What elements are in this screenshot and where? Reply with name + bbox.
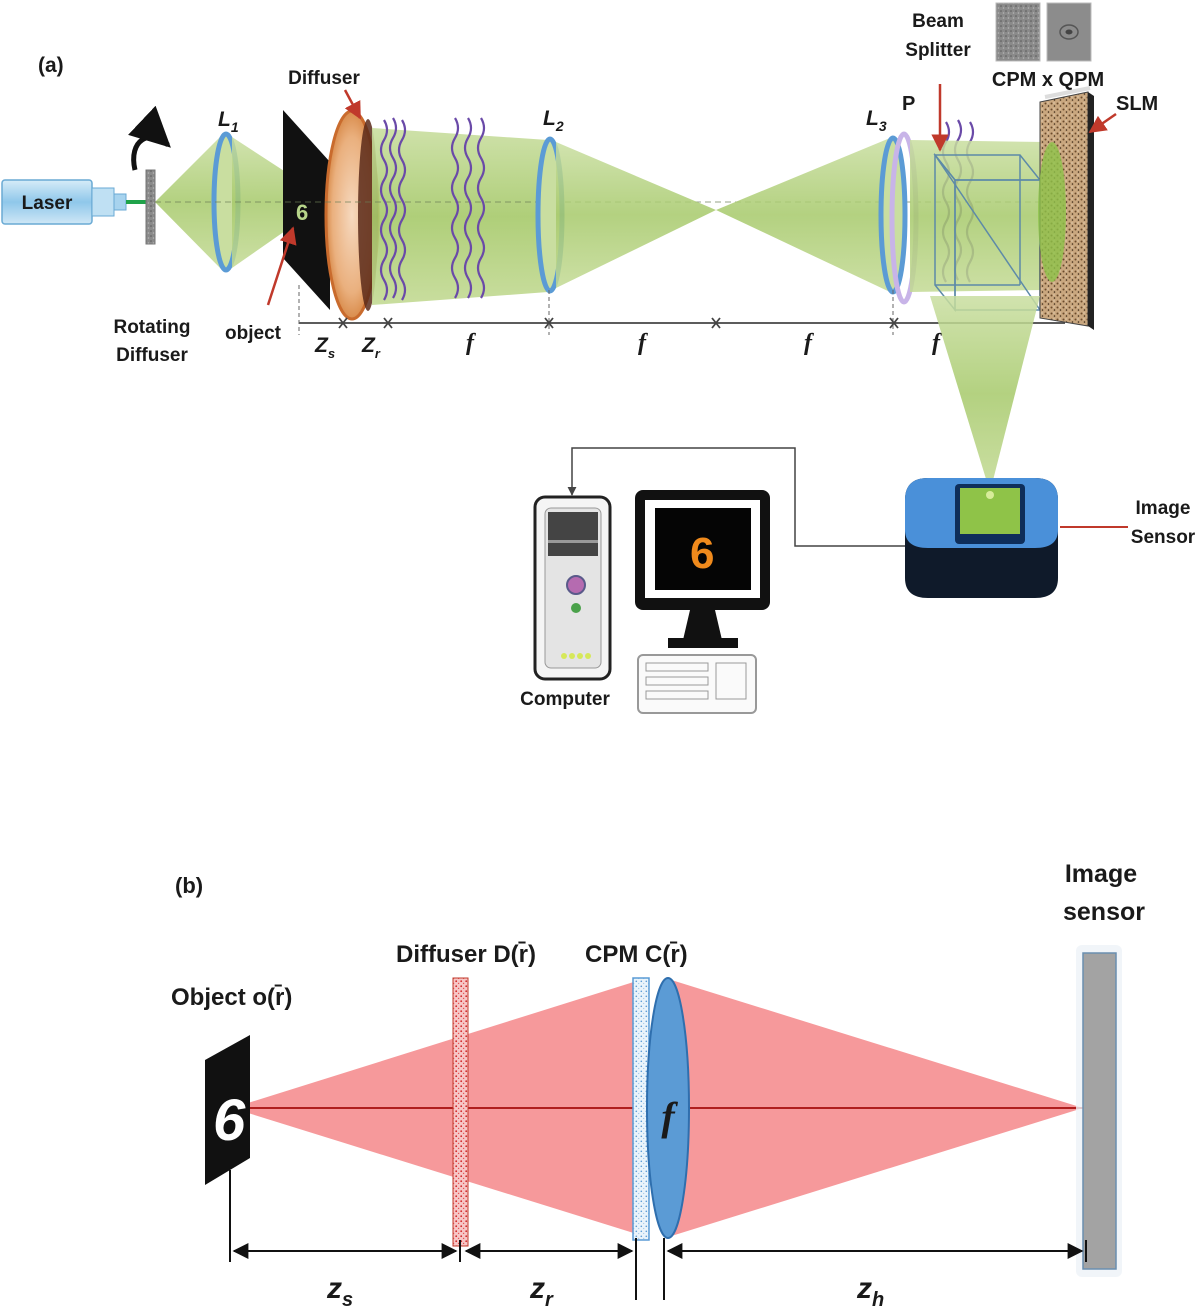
panel-a-label: (a)	[38, 54, 64, 77]
distance-zs-label-b: zs	[326, 1272, 353, 1307]
image-sensor-label-line2: Sensor	[1131, 527, 1196, 548]
object-digit: 6	[296, 200, 308, 225]
diffuser-pointer-arrow	[343, 89, 362, 120]
cpm-label-b: CPM C(r̄)	[585, 941, 688, 968]
laser-label: Laser	[22, 193, 73, 214]
diffuser-label: Diffuser	[288, 68, 360, 89]
object-plate	[283, 110, 330, 310]
beam-focus-cone	[556, 142, 716, 288]
beam-to-slm	[910, 140, 1045, 292]
object-digit-b: 6	[213, 1088, 246, 1153]
slm-edge	[1088, 92, 1094, 330]
image-sensor-label-line1: Image	[1136, 498, 1191, 519]
distance-f3-label: f	[804, 330, 814, 356]
rotation-arrow-icon	[128, 105, 171, 171]
distance-f1-label: f	[466, 330, 476, 356]
object-plate-b	[205, 1035, 250, 1185]
data-cable	[567, 447, 905, 547]
diffuser-label-b: Diffuser D(r̄)	[396, 941, 536, 968]
qpm-center	[1065, 29, 1073, 35]
beam-expanding-cone	[716, 138, 890, 292]
object-pointer-arrow	[266, 226, 297, 306]
distance-f4-label: f	[932, 330, 942, 356]
lens-l1-label: L1	[218, 108, 239, 135]
image-sensor-b	[1082, 952, 1117, 1270]
lens-l3-label: L3	[866, 107, 887, 134]
distance-zr-label-a: Zr	[361, 334, 381, 361]
rotating-diffuser-label-line1: Rotating	[113, 317, 190, 338]
distance-zs-label-a: Zs	[314, 334, 335, 361]
beam-collimated	[372, 128, 548, 305]
keyboard	[637, 654, 757, 714]
image-sensor-device	[905, 478, 1058, 598]
slm-label: SLM	[1116, 93, 1158, 115]
lens-focal-label-b: f	[661, 1094, 678, 1139]
laser-source: Laser	[1, 179, 127, 225]
panel-b-label: (b)	[175, 873, 203, 898]
rotating-diffuser-plate	[145, 169, 156, 245]
polarizer-label: P	[902, 93, 915, 115]
beam-splitter-label-line1: Beam	[912, 11, 964, 32]
object-label: object	[225, 323, 282, 344]
computer-tower	[533, 495, 612, 681]
lens-b	[646, 977, 690, 1239]
computer-label: Computer	[520, 689, 610, 710]
image-sensor-label-b-line2: sensor	[1063, 898, 1145, 926]
beam-splitter-label-line2: Splitter	[905, 40, 971, 61]
slm-pointer-arrow	[1088, 112, 1117, 134]
beam-to-sensor	[930, 296, 1040, 492]
computer-monitor	[635, 490, 770, 648]
cpm-pattern-thumbnail	[995, 2, 1041, 62]
distance-zr-label-b: zr	[529, 1272, 554, 1307]
slm-illuminated-area	[1038, 142, 1066, 282]
distance-scale-b	[229, 1170, 1087, 1300]
object-label-b: Object o(r̄)	[171, 984, 292, 1011]
monitor-digit: 6	[690, 529, 714, 578]
image-sensor-label-b-line1: Image	[1065, 860, 1137, 888]
distance-scale-a	[298, 285, 1065, 335]
cpm-qpm-label: CPM x QPM	[992, 69, 1104, 91]
qpm-ring	[1059, 24, 1079, 40]
diffuser-plate-b	[452, 977, 469, 1247]
slm-top	[1044, 86, 1091, 99]
lens-l2-label: L2	[543, 107, 564, 134]
rotating-diffuser-label-line2: Diffuser	[116, 345, 188, 366]
distance-f2-label: f	[638, 330, 648, 356]
distance-zh-label-b: zh	[856, 1272, 884, 1307]
